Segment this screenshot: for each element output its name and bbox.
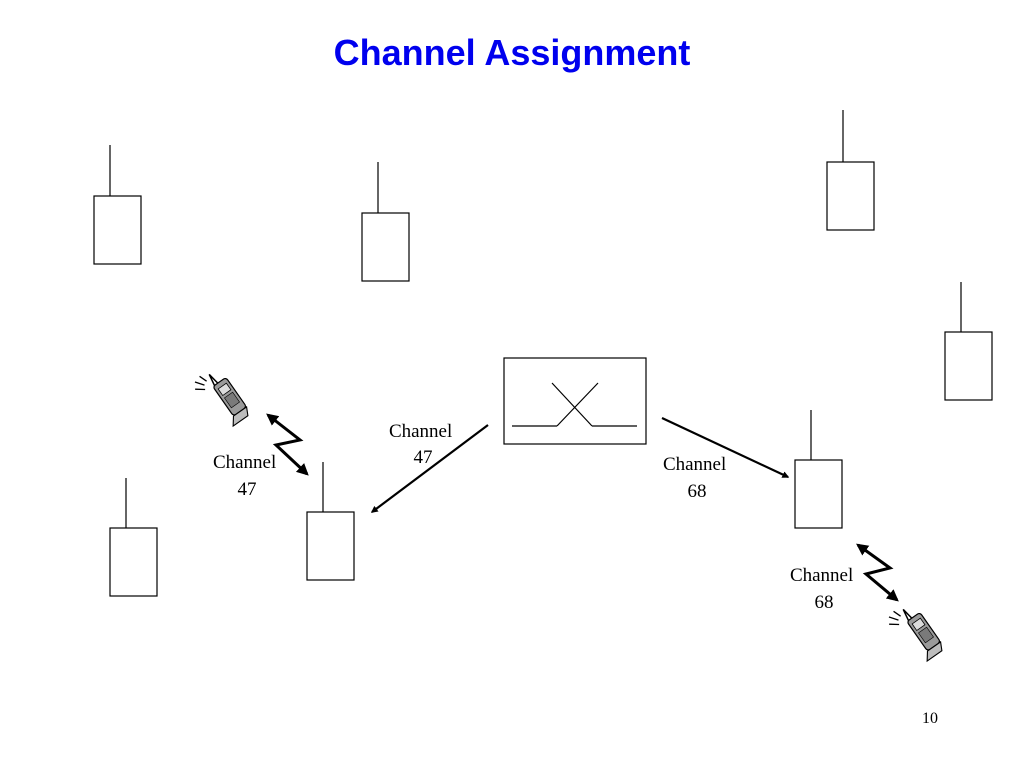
switch-to-right-arrow [661, 417, 790, 478]
label-channel-word: Channel [389, 421, 452, 442]
base-station-1 [93, 145, 142, 265]
slide-title: Channel Assignment [333, 32, 691, 73]
base-station-4 [944, 282, 993, 401]
base-station-6 [306, 462, 355, 581]
label-channel-word: Channel [213, 452, 276, 473]
base-station-5 [109, 478, 158, 597]
switching-center [503, 357, 647, 445]
label-channel-center-right: Channel 68 [663, 454, 731, 502]
base-station-3 [826, 110, 875, 231]
label-channel-center-left: Channel 47 [389, 421, 457, 468]
page-number: 10 [922, 710, 938, 727]
mobile-phone-icon [888, 608, 943, 663]
label-channel-right-phone: Channel 68 [790, 565, 858, 613]
label-channel-number: 47 [414, 447, 433, 468]
base-station-7 [794, 410, 843, 529]
label-channel-number: 68 [815, 592, 834, 613]
label-channel-word: Channel [663, 454, 726, 475]
base-station-2 [361, 162, 410, 282]
radio-link-left-arrow [266, 413, 309, 476]
label-channel-number: 47 [238, 479, 257, 500]
mobile-phone-icon [194, 373, 249, 428]
label-channel-word: Channel [790, 565, 853, 586]
label-channel-left-phone: Channel 47 [213, 452, 281, 500]
radio-link-right-arrow [856, 543, 899, 602]
switch-to-left-arrow [370, 424, 489, 513]
label-channel-number: 68 [688, 481, 707, 502]
